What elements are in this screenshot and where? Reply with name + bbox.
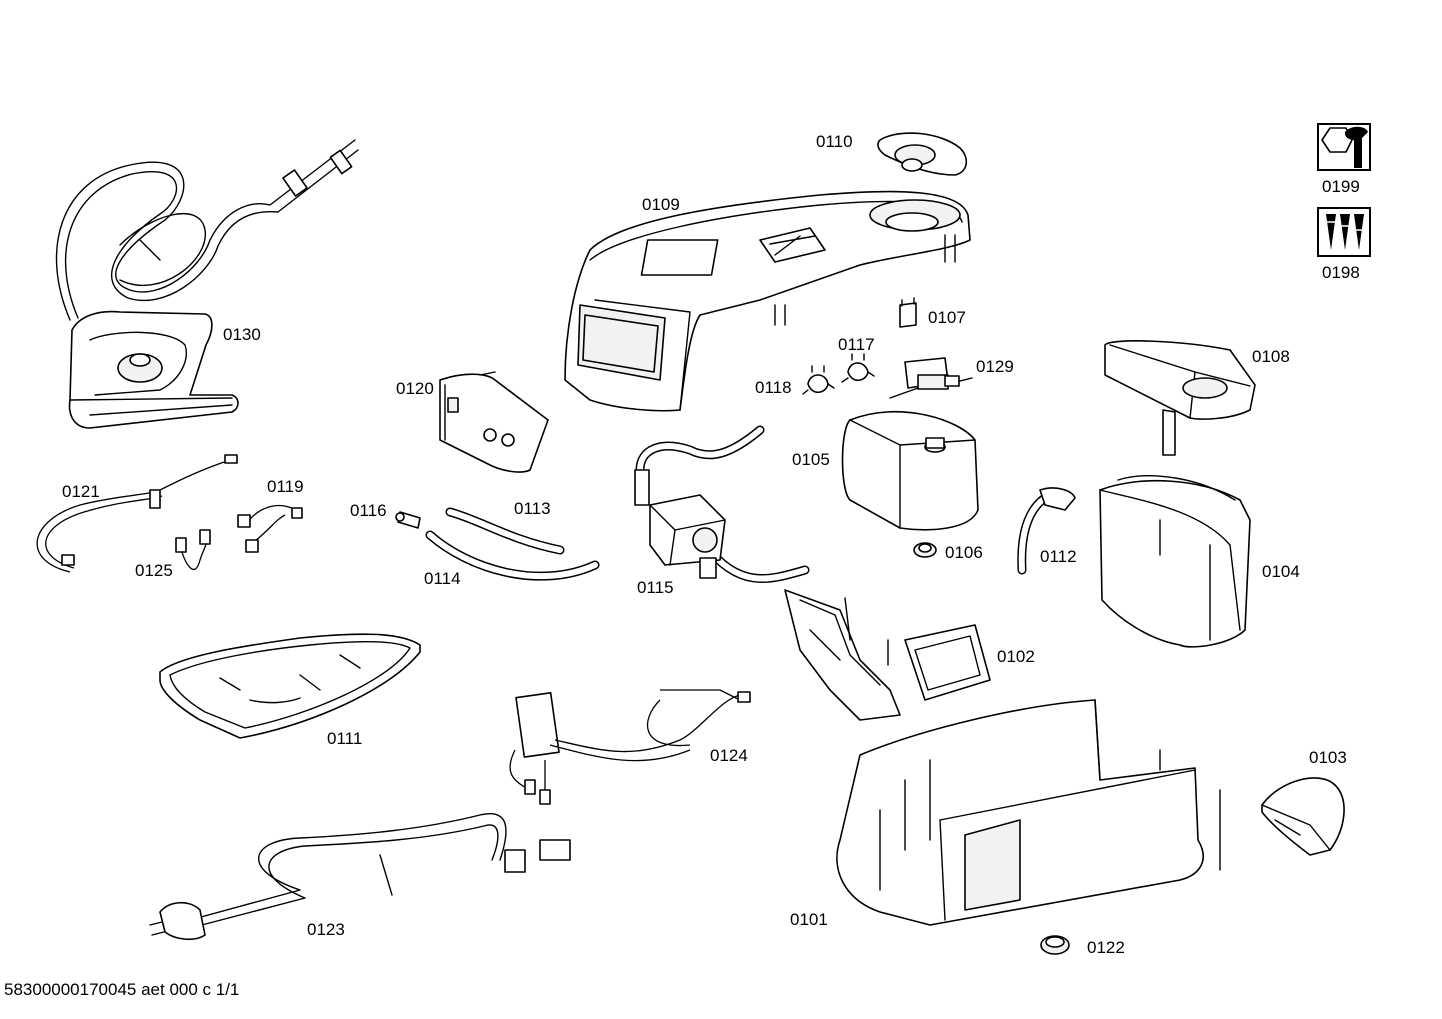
label-0129: 0129	[976, 357, 1014, 376]
label-0122: 0122	[1087, 938, 1125, 957]
label-0108: 0108	[1252, 347, 1290, 366]
part-0130-iron-assembly[interactable]	[55, 139, 359, 429]
part-0116-connector[interactable]	[395, 511, 421, 529]
part-0108-cover[interactable]	[1104, 340, 1256, 456]
label-0118: 0118	[755, 378, 792, 397]
part-0110-cap[interactable]	[877, 132, 968, 176]
part-0124-wiring-harness[interactable]	[509, 689, 751, 805]
part-0115-pump[interactable]	[634, 425, 810, 584]
label-0111: 0111	[327, 729, 362, 748]
part-0109-top-housing[interactable]	[564, 190, 971, 412]
part-0117-thermostat[interactable]	[841, 353, 875, 383]
part-0125-wire[interactable]	[175, 529, 211, 570]
part-0121-cable[interactable]	[36, 454, 238, 573]
label-0120: 0120	[396, 379, 434, 398]
label-0106: 0106	[945, 543, 983, 562]
part-0102-frame[interactable]	[784, 589, 991, 721]
part-0103-cover[interactable]	[1261, 777, 1345, 856]
label-0115: 0115	[637, 578, 674, 597]
label-0125: 0125	[135, 561, 173, 580]
label-0119: 0119	[267, 477, 304, 496]
label-0110: 0110	[816, 132, 853, 151]
label-0121: 0121	[62, 482, 100, 501]
part-0106-nut[interactable]	[913, 542, 937, 558]
label-0114: 0114	[424, 569, 461, 588]
part-0120-front-panel[interactable]	[439, 371, 549, 473]
wrench-nut-icon	[1317, 123, 1371, 171]
part-0129-valve[interactable]	[889, 357, 973, 399]
label-0116: 0116	[350, 501, 387, 520]
label-0199: 0199	[1322, 177, 1360, 196]
label-0107: 0107	[928, 308, 966, 327]
part-0113-hose[interactable]	[445, 507, 565, 555]
label-0109: 0109	[642, 195, 680, 214]
label-0124: 0124	[710, 746, 748, 765]
label-0113: 0113	[514, 499, 551, 518]
label-0123: 0123	[307, 920, 345, 939]
document-reference: 58300000170045 aet 000 c 1/1	[4, 980, 240, 999]
label-0112: 0112	[1040, 547, 1077, 566]
part-0105-water-tank[interactable]	[841, 411, 979, 531]
part-0118-thermostat[interactable]	[802, 365, 835, 395]
part-0122-ring[interactable]	[1040, 935, 1070, 955]
part-0111-base-tray[interactable]	[159, 633, 421, 739]
part-0123-power-cord[interactable]	[149, 813, 571, 941]
part-0107-clip[interactable]	[899, 297, 917, 328]
part-0112-hose[interactable]	[1017, 487, 1076, 575]
part-0101-base[interactable]	[836, 699, 1221, 926]
label-0198: 0198	[1322, 263, 1360, 282]
label-0104: 0104	[1262, 562, 1300, 581]
part-0104-container[interactable]	[1099, 475, 1251, 648]
label-0103: 0103	[1309, 748, 1347, 767]
screws-icon	[1317, 207, 1371, 257]
label-0101: 0101	[790, 910, 828, 929]
label-0117: 0117	[838, 335, 875, 354]
label-0105: 0105	[792, 450, 830, 469]
part-0119-wire[interactable]	[237, 504, 303, 553]
part-0114-hose[interactable]	[425, 530, 600, 581]
label-0102: 0102	[997, 647, 1035, 666]
label-0130: 0130	[223, 325, 261, 344]
